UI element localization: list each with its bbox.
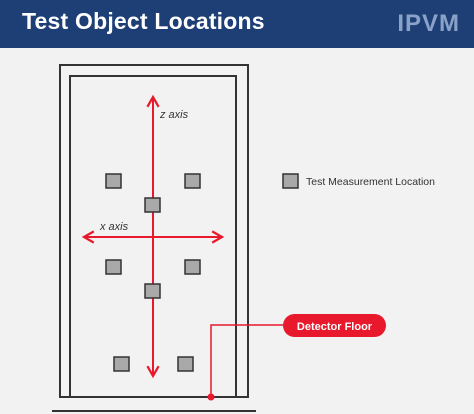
callout-label: Detector Floor	[297, 321, 373, 333]
measurement-square	[144, 283, 161, 299]
measurement-locations	[105, 173, 201, 372]
page-title: Test Object Locations	[22, 8, 265, 34]
measurement-square	[184, 259, 201, 275]
callout-leader-line	[210, 324, 283, 370]
z-axis-label: z axis	[159, 109, 189, 121]
measurement-square	[105, 173, 122, 189]
measurement-square	[184, 173, 201, 189]
legend-label: Test Measurement Location	[306, 176, 435, 188]
legend-swatch	[282, 173, 299, 189]
diagram-area: z axis x axis Test Measurement Location	[0, 48, 474, 414]
diagram-svg: z axis x axis Test Measurement Location	[52, 64, 435, 412]
measurement-square	[113, 356, 130, 372]
callout-dot	[207, 393, 215, 401]
detector-floor-callout: Detector Floor	[207, 314, 386, 401]
measurement-square	[177, 356, 194, 372]
x-axis-label: x axis	[99, 221, 129, 233]
ipvm-logo: IPVM	[397, 10, 460, 37]
measurement-square	[105, 259, 122, 275]
door-frame	[52, 64, 256, 412]
legend: Test Measurement Location	[282, 173, 435, 189]
measurement-square	[144, 197, 161, 213]
callout-pill	[283, 314, 386, 337]
header-bar: Test Object Locations IPVM	[0, 0, 474, 48]
